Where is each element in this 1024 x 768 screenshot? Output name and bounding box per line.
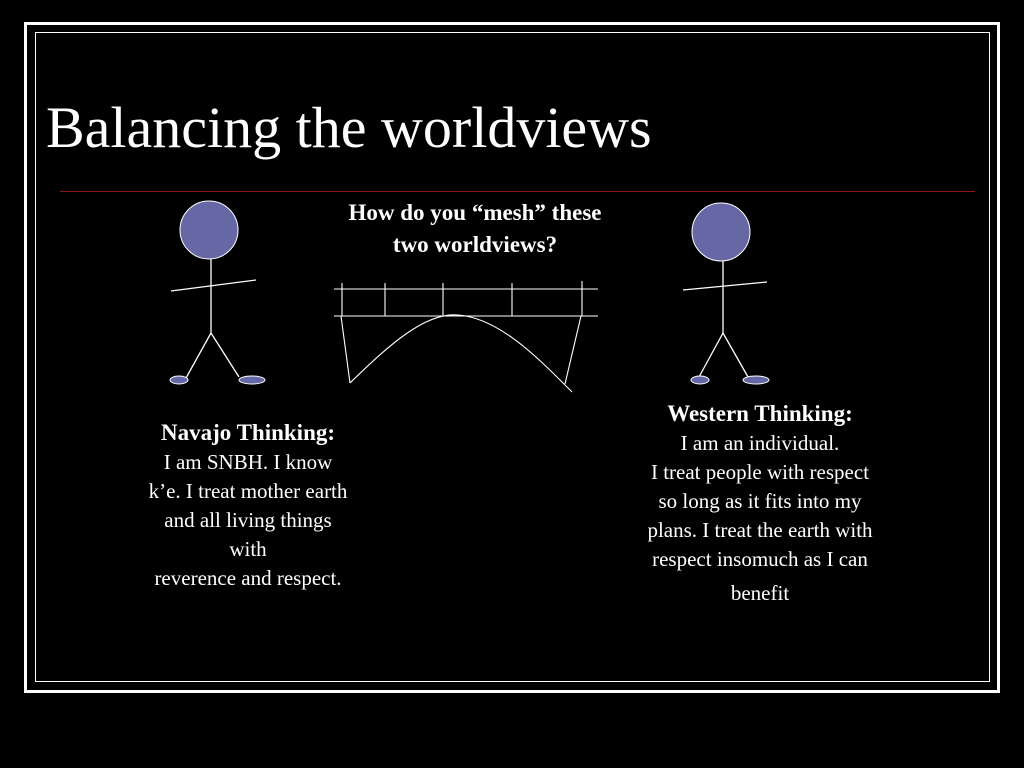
- western-line: I am an individual.: [680, 431, 840, 455]
- navajo-line: k’e. I treat mother earth: [148, 479, 348, 503]
- right-figure-right-leg: [722, 332, 749, 378]
- left-figure-right-foot: [238, 375, 266, 385]
- right-stick-figure-icon: [682, 202, 770, 385]
- bridge-right-support: [564, 315, 582, 385]
- navajo-thinking-block: Navajo Thinking: I am SNBH. I know k’e. …: [112, 418, 384, 593]
- navajo-line: I am SNBH. I know: [163, 450, 333, 474]
- left-figure-head: [179, 200, 239, 260]
- right-figure-arms: [682, 281, 768, 291]
- question-line: two worldviews?: [392, 232, 558, 257]
- navajo-heading: Navajo Thinking:: [160, 420, 336, 445]
- left-stick-figure-icon: [169, 200, 266, 385]
- arch-bridge-icon: [334, 281, 598, 393]
- left-figure-left-foot: [169, 375, 189, 385]
- bridge-left-support: [340, 315, 351, 384]
- western-line: I treat people with respect: [650, 460, 870, 484]
- navajo-line: and all living things: [164, 508, 332, 532]
- right-figure-head: [691, 202, 751, 262]
- right-figure-right-foot: [742, 375, 770, 385]
- western-line: respect insomuch as I can: [652, 547, 868, 571]
- right-figure-left-leg: [698, 332, 724, 378]
- navajo-line: with: [229, 537, 267, 561]
- question-text: How do you “mesh” these two worldviews?: [275, 197, 675, 261]
- left-figure-arms: [170, 279, 257, 292]
- western-thinking-block: Western Thinking: I am an individual. I …: [600, 399, 920, 608]
- western-line: benefit: [730, 581, 790, 605]
- navajo-line: reverence and respect.: [154, 566, 342, 590]
- bridge-arch: [349, 314, 573, 393]
- title-divider: [60, 191, 975, 192]
- western-heading: Western Thinking:: [667, 401, 853, 426]
- western-line: so long as it fits into my: [658, 489, 862, 513]
- right-figure-left-foot: [690, 375, 710, 385]
- slide-title: Balancing the worldviews: [46, 95, 652, 160]
- slide-outer-border: [24, 22, 1000, 693]
- question-line: How do you “mesh” these: [348, 200, 602, 225]
- left-figure-left-leg: [185, 332, 212, 379]
- left-figure-right-leg: [210, 332, 240, 378]
- western-line: plans. I treat the earth with: [647, 518, 873, 542]
- slide-inner-border: [35, 32, 990, 682]
